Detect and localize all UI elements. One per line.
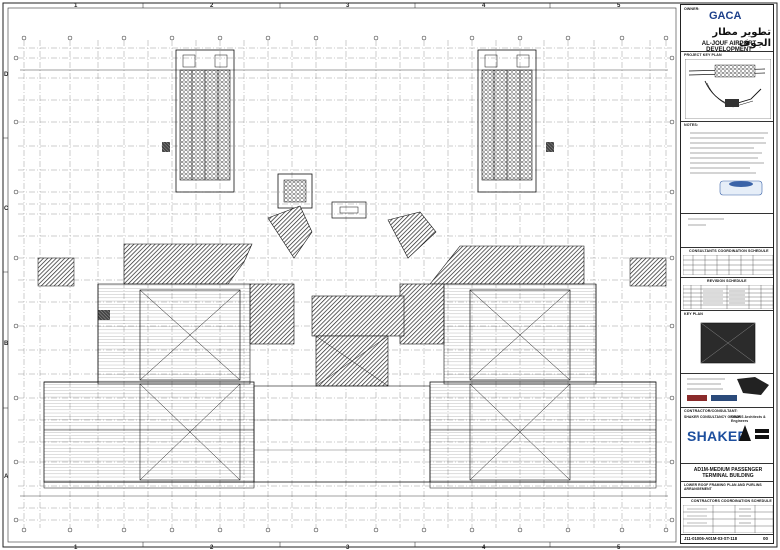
central-roof bbox=[311, 295, 405, 387]
dar-logo bbox=[739, 425, 769, 441]
notes-label: NOTES: bbox=[684, 123, 699, 127]
zone-label-bottom-5: 5 bbox=[617, 545, 621, 550]
arabic-project-title: تطوير مطار الجوف bbox=[712, 27, 771, 49]
key-plan-diagram bbox=[700, 322, 756, 364]
project-key-plan-label: PROJECT KEY PLAN bbox=[684, 53, 722, 57]
left-wing-framing bbox=[97, 283, 251, 385]
lower-center-connector bbox=[253, 385, 431, 483]
zone-label-bottom-2: 2 bbox=[210, 545, 214, 550]
sheet-title-line-2: TERMINAL BUILDING bbox=[702, 473, 754, 479]
project-key-plan bbox=[685, 59, 771, 119]
zone-label-top-4: 4 bbox=[482, 3, 486, 9]
zone-label-top-3: 3 bbox=[346, 3, 350, 9]
zone-label-left-c: C bbox=[4, 206, 9, 212]
zone-markers bbox=[3, 3, 551, 547]
consultants-table bbox=[683, 255, 773, 275]
drawing-border bbox=[7, 7, 677, 543]
zone-label-left-b: B bbox=[4, 341, 9, 347]
approval-stamp-area bbox=[688, 218, 724, 226]
zone-label-top-5: 5 bbox=[617, 3, 621, 9]
upper-right-core bbox=[477, 49, 554, 193]
central-upper-structures bbox=[267, 173, 437, 259]
right-wing-framing bbox=[443, 283, 597, 385]
zone-label-bottom-1: 1 bbox=[74, 545, 78, 550]
drawing-number: J11-01006-A01M-03-ST-118 bbox=[684, 536, 738, 541]
consultants-schedule-label: CONSULTANTS COORDINATION SCHEDULE bbox=[689, 249, 769, 253]
sheet-title-line-1: AD1M-MEDIUM PASSENGER bbox=[693, 467, 763, 473]
lower-left-roof bbox=[43, 381, 255, 489]
revision-table bbox=[683, 285, 773, 309]
zone-label-bottom-3: 3 bbox=[346, 545, 350, 550]
gaca-logo: GACA bbox=[709, 10, 742, 22]
revision-schedule-label: REVISION SCHEDULE bbox=[707, 279, 747, 283]
contractors-coordination-label: CONTRACTORS COORDINATION SCHEDULE bbox=[691, 499, 772, 503]
sheet-title: AD1M-MEDIUM PASSENGER TERMINAL BUILDING bbox=[685, 467, 771, 479]
owner-label: OWNER: bbox=[684, 7, 700, 11]
sub-consultant-name: CROSS Architects & Engineers bbox=[731, 415, 766, 423]
zone-label-left-d: D bbox=[4, 72, 9, 78]
zone-label-bottom-4: 4 bbox=[482, 545, 486, 550]
shaker-logo: SHAKER bbox=[687, 428, 748, 444]
building-outline bbox=[20, 69, 668, 497]
key-plan-label: KEY PLAN bbox=[684, 312, 703, 316]
notes-text bbox=[690, 132, 768, 196]
upper-left-core bbox=[162, 49, 235, 193]
title-block: OWNER: GACA تطوير مطار الجوف AL-JOUF AIR… bbox=[680, 4, 774, 544]
approval-logos bbox=[687, 377, 769, 401]
revision-number: 00 bbox=[763, 536, 769, 541]
lower-right-roof bbox=[429, 381, 657, 489]
zone-labels: 1 2 3 4 5 1 2 3 4 5 D C B A bbox=[4, 3, 621, 550]
contractor-label: CONTRACTOR/CONSULTANT: bbox=[684, 409, 738, 413]
grid-bubbles bbox=[13, 35, 675, 533]
zone-label-top-2: 2 bbox=[210, 3, 214, 9]
contractor-name: SHAKER CONSULTANCY GROUP bbox=[684, 415, 741, 419]
coordination-table bbox=[683, 505, 773, 533]
project-name: AL-JOUF AIRPORT DEVELOPMENT bbox=[701, 41, 757, 53]
zone-label-left-a: A bbox=[4, 474, 9, 480]
zone-label-top-1: 1 bbox=[74, 3, 78, 9]
sheet-subtitle: LOWER ROOF FRAMING PLAN AND PURLINS ARRA… bbox=[684, 483, 762, 491]
